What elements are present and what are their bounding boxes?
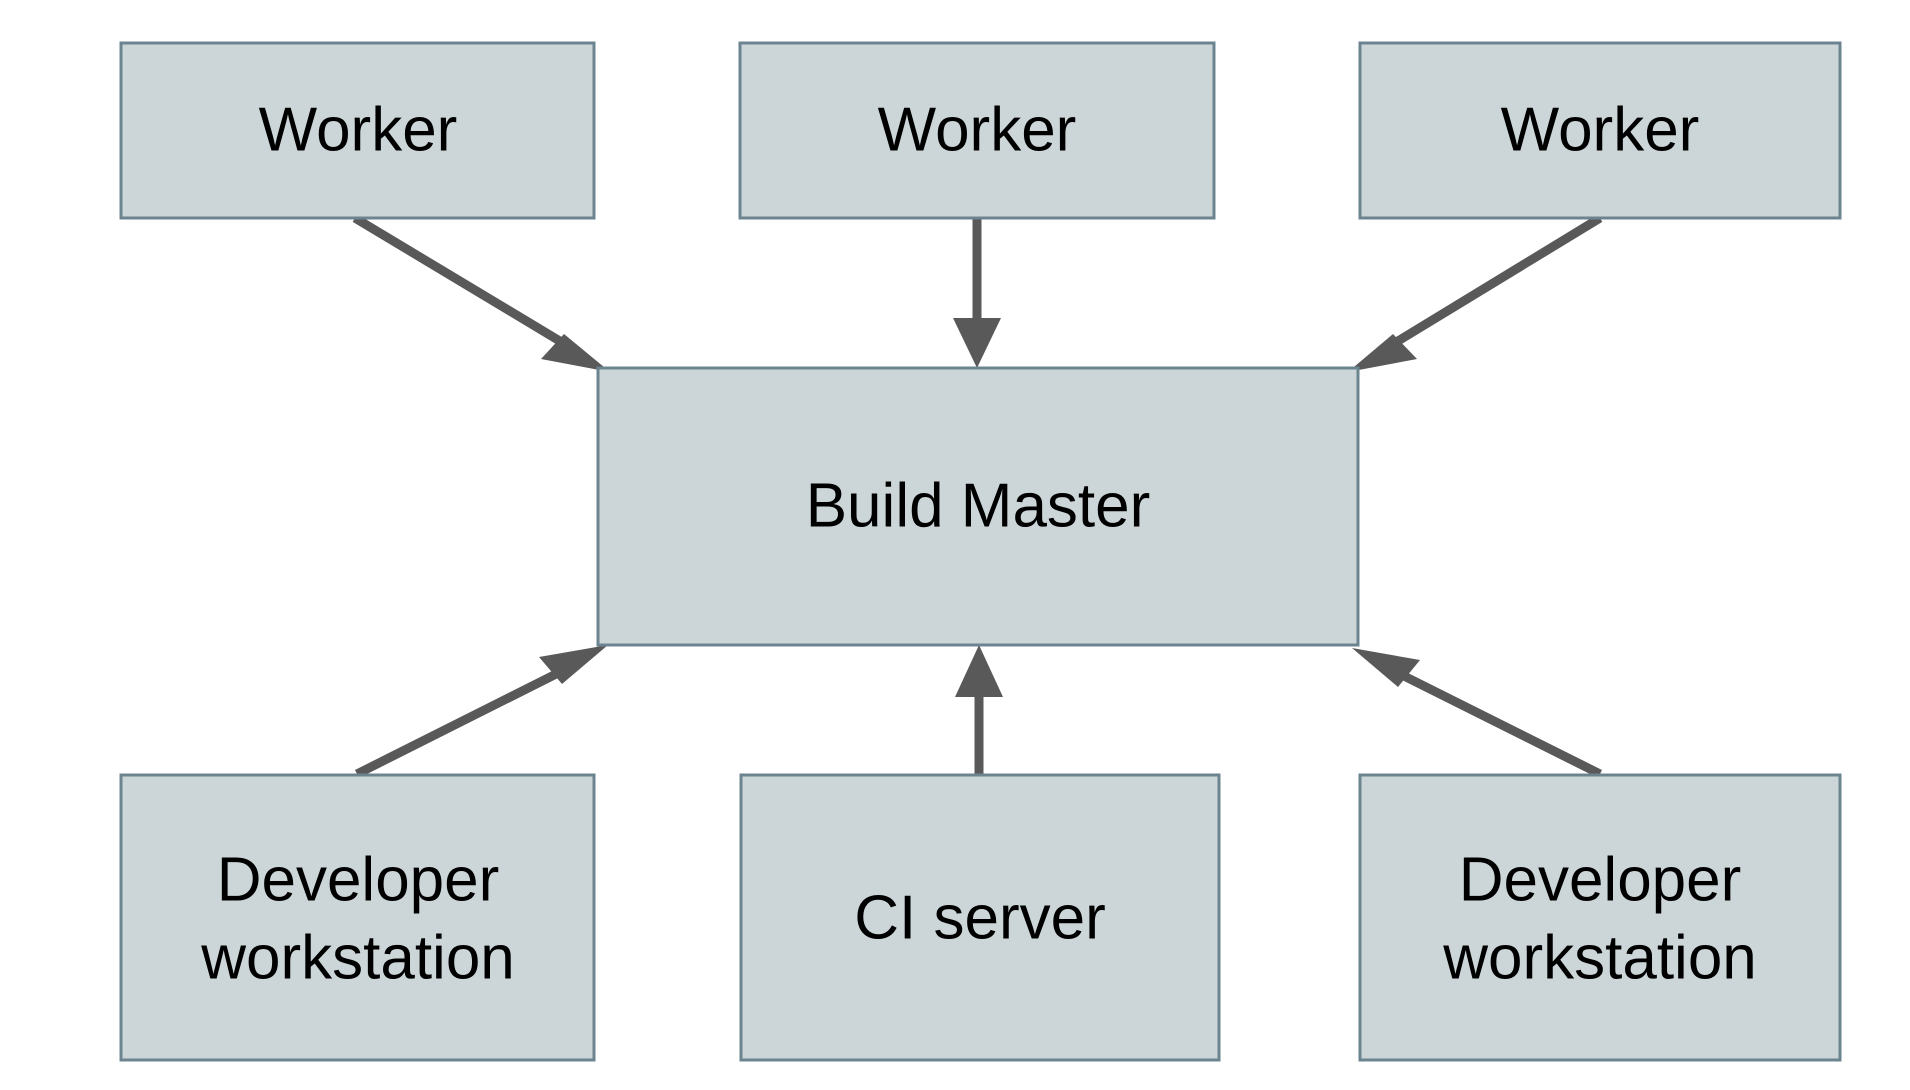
node-box[interactable]: [119, 41, 596, 220]
edge-worker-center-to-master: [953, 218, 1001, 368]
arrowhead-icon: [539, 645, 608, 684]
arrowhead-icon: [955, 645, 1003, 697]
edge-worker-right-to-master: [1348, 214, 1603, 372]
node-box[interactable]: [119, 773, 596, 1062]
edge-dev-right-to-master: [1352, 648, 1603, 779]
node-dev-right[interactable]: Developer workstation: [1358, 773, 1842, 1062]
node-box[interactable]: [739, 773, 1221, 1062]
edge-line: [354, 660, 577, 779]
edge-line: [1385, 663, 1603, 779]
node-box[interactable]: [1358, 41, 1842, 220]
node-dev-right-label-line1: Developer: [1459, 845, 1742, 914]
node-ci-server[interactable]: CI server: [739, 773, 1221, 1062]
node-ci-server-label: CI server: [854, 883, 1105, 952]
node-box[interactable]: [738, 41, 1216, 220]
arrowhead-icon: [1352, 648, 1420, 687]
arrowhead-icon: [1348, 334, 1417, 372]
node-worker-left[interactable]: Worker: [119, 41, 596, 220]
edge-ci-server-to-master: [955, 645, 1003, 774]
node-worker-right[interactable]: Worker: [1358, 41, 1842, 220]
node-worker-left-label: Worker: [259, 95, 458, 164]
arrowhead-icon: [541, 334, 610, 372]
node-box[interactable]: [596, 366, 1360, 647]
node-build-master-label: Build Master: [806, 471, 1151, 540]
edge-line: [1377, 214, 1603, 356]
edge-dev-left-to-master: [354, 645, 608, 779]
node-worker-center-label: Worker: [878, 95, 1077, 164]
node-worker-right-label: Worker: [1501, 95, 1700, 164]
node-build-master[interactable]: Build Master: [596, 366, 1360, 647]
edge-line: [352, 214, 581, 356]
arrowhead-icon: [953, 318, 1001, 368]
node-dev-left-label-line2: workstation: [200, 923, 515, 992]
edge-worker-left-to-master: [352, 214, 610, 372]
node-dev-left-label-line1: Developer: [217, 845, 500, 914]
node-dev-left[interactable]: Developer workstation: [119, 773, 596, 1062]
node-box[interactable]: [1358, 773, 1842, 1062]
node-dev-right-label-line2: workstation: [1442, 923, 1757, 992]
node-worker-center[interactable]: Worker: [738, 41, 1216, 220]
